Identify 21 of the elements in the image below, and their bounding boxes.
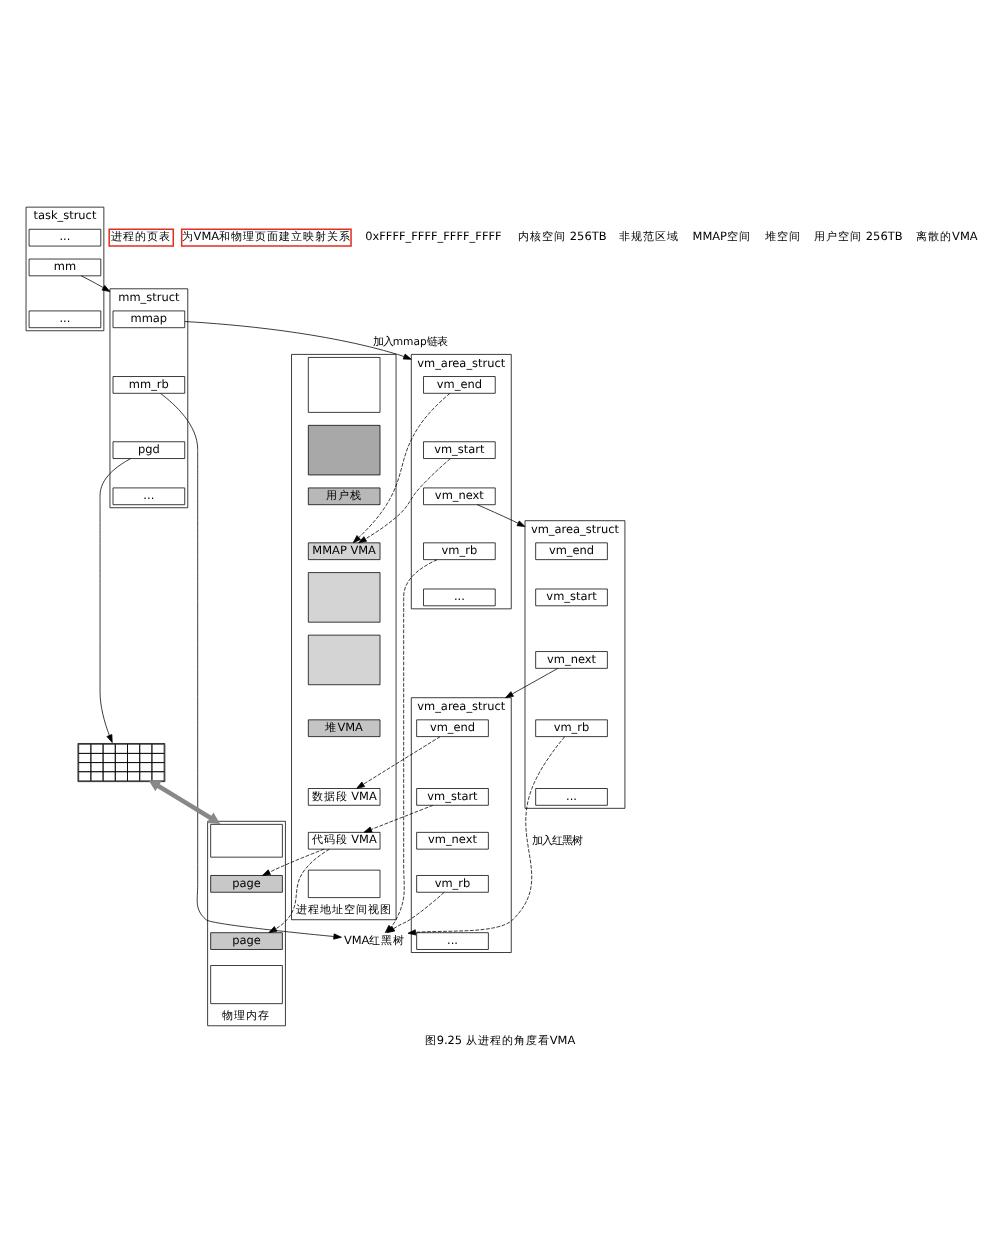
arrow <box>407 735 565 935</box>
arrow <box>184 320 412 359</box>
arrow <box>99 457 132 742</box>
arrow <box>160 392 342 939</box>
node-box <box>307 868 381 897</box>
arrow <box>262 847 325 875</box>
arrow <box>356 735 441 788</box>
node-box <box>307 356 381 412</box>
arrow <box>80 274 111 291</box>
arrow <box>505 667 559 698</box>
arrow <box>148 778 221 823</box>
node-box <box>307 633 381 685</box>
arrow <box>363 803 434 832</box>
arrow <box>352 391 451 543</box>
node-box <box>307 423 381 475</box>
arrow <box>476 503 526 526</box>
arrow <box>268 847 330 932</box>
node-box <box>307 571 381 622</box>
node-box <box>210 964 283 1004</box>
arrow <box>358 457 451 543</box>
node-box <box>210 823 283 857</box>
